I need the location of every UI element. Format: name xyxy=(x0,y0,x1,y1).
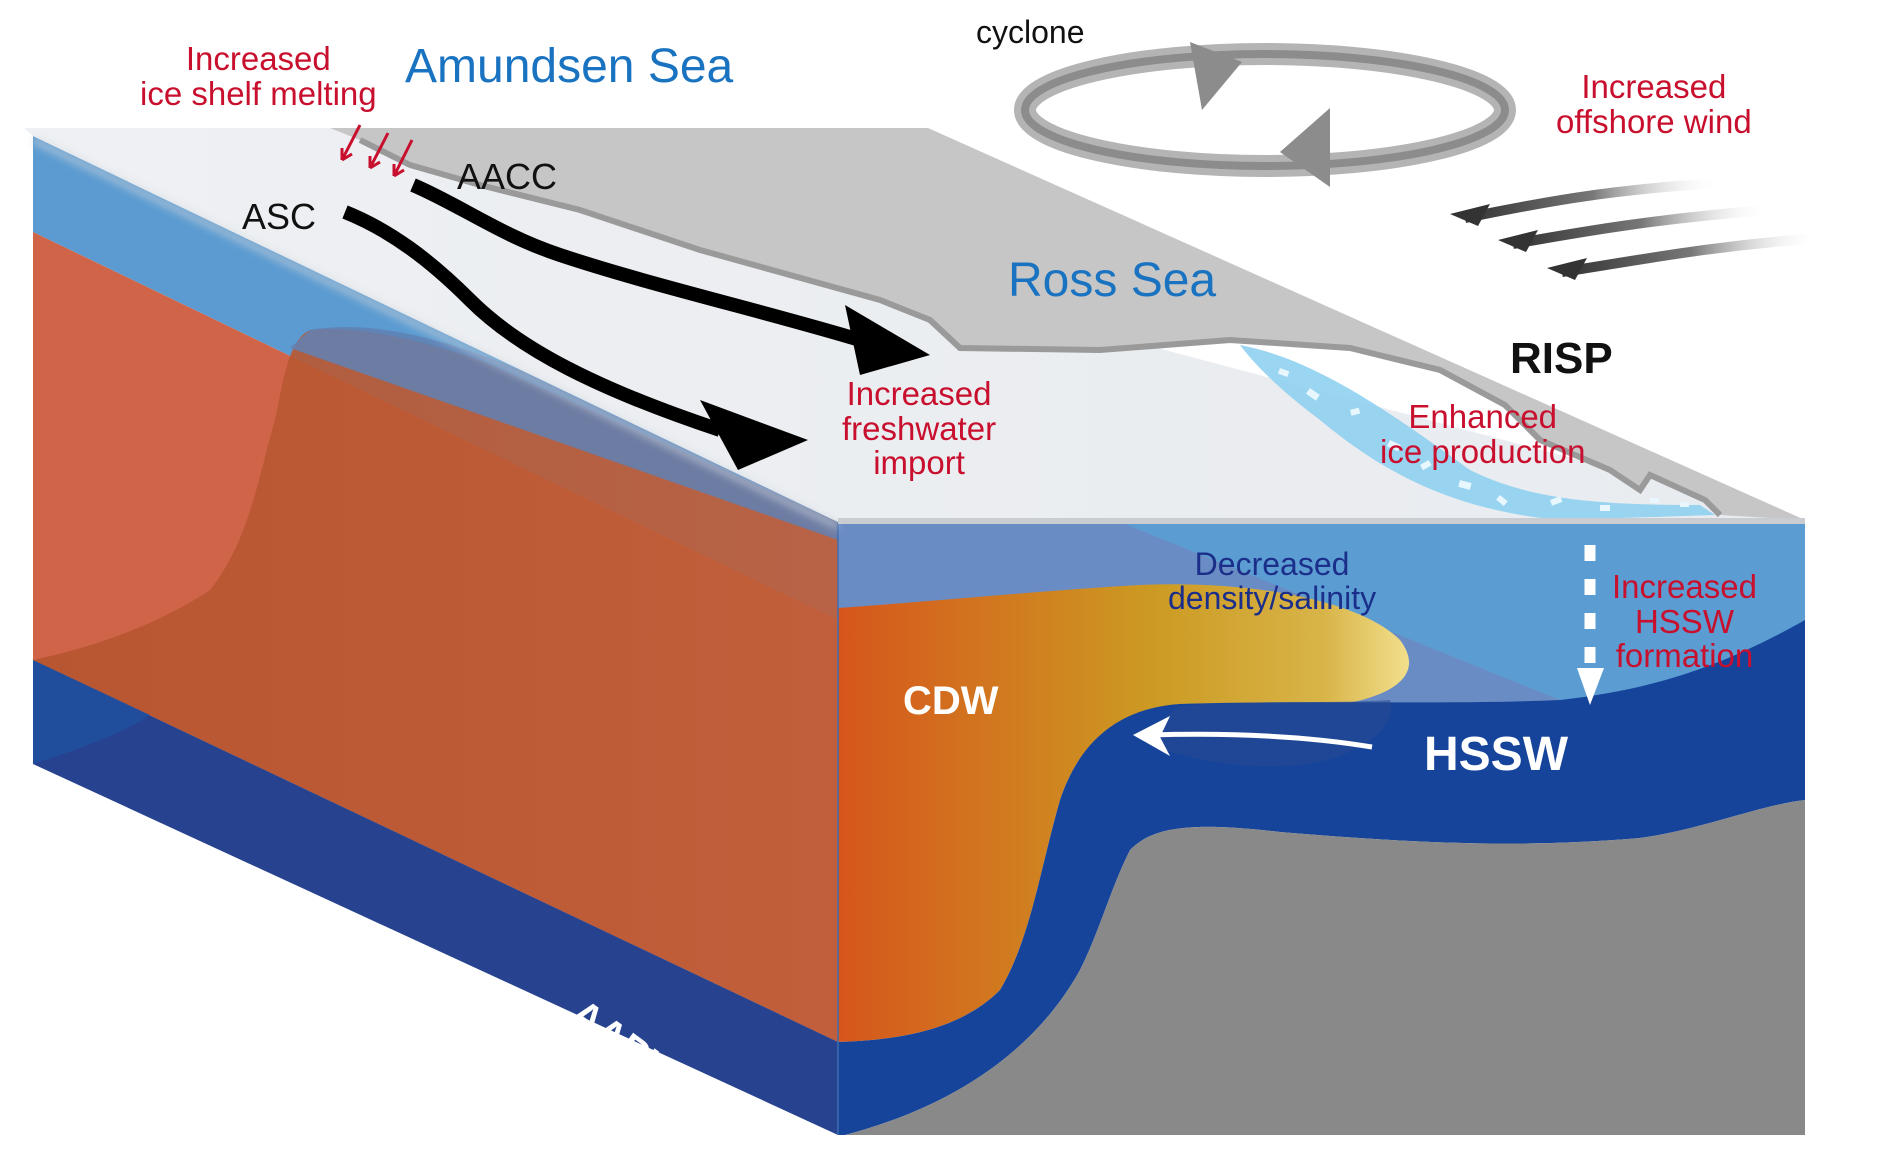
cdw-label: CDW xyxy=(903,679,999,723)
label-line: import xyxy=(873,444,965,482)
ice-production-label: Enhanced ice production xyxy=(1380,398,1586,470)
label-line: ice production xyxy=(1380,432,1586,470)
label-line: Increased xyxy=(1581,68,1727,105)
asc-label: ASC xyxy=(242,196,317,237)
cdw-overlap xyxy=(1150,700,1392,767)
ross-sea-label: Ross Sea xyxy=(1008,254,1217,307)
top-surface xyxy=(24,128,1805,530)
label-line: offshore wind xyxy=(1556,102,1752,140)
label-line: freshwater xyxy=(842,409,997,447)
polynya-sea-ice xyxy=(1240,345,1715,520)
land-edge-shadow xyxy=(358,137,1723,518)
melting-arrows xyxy=(340,124,414,178)
density-salinity-label: Decreased density/salinity xyxy=(1168,546,1377,616)
risp-label: RISP xyxy=(1510,334,1613,383)
side-cdw-core xyxy=(33,329,838,1043)
aacc-arrowhead xyxy=(845,305,930,375)
side-aabw-shade xyxy=(33,660,150,764)
sea-ice-floes xyxy=(1277,367,1689,511)
amundsen-sea-label: Amundsen Sea xyxy=(405,40,734,93)
front-surface-water xyxy=(1120,522,1805,720)
hssw-label: HSSW xyxy=(1424,728,1568,781)
cyclone-arrowhead-bottom xyxy=(1280,108,1330,187)
front-face xyxy=(837,522,1805,1135)
label-line: formation xyxy=(1615,637,1754,675)
cyclone-icon xyxy=(1014,42,1516,187)
front-top-rim xyxy=(838,518,1805,524)
offshore-wind-arrows xyxy=(1450,178,1821,280)
aacc-arrow xyxy=(410,178,863,347)
label-line: Decreased xyxy=(1194,546,1350,582)
hssw-water-mass xyxy=(838,620,1805,1135)
asc-arrowhead xyxy=(700,400,808,470)
asc-arrow xyxy=(342,205,723,437)
hssw-formation-arrow xyxy=(1577,545,1604,705)
aacc-label: AACC xyxy=(457,156,558,197)
freshwater-import-label: Increased freshwater import xyxy=(842,375,997,482)
ice-surface-edge-shadow xyxy=(33,136,838,530)
label-line: Increased xyxy=(1612,568,1757,605)
hssw-formation-label: Increased HSSW formation xyxy=(1612,568,1757,675)
label-line: Enhanced xyxy=(1408,398,1558,435)
hssw-flow-arrow xyxy=(1133,716,1373,756)
side-face xyxy=(33,136,838,1135)
side-aabw-layer xyxy=(33,660,838,1135)
offshore-wind-label: Increased offshore wind xyxy=(1556,68,1752,140)
seafloor xyxy=(845,800,1805,1135)
label-line: ice shelf melting xyxy=(140,74,377,112)
side-mixed-water xyxy=(290,327,838,540)
land-ice-shelf xyxy=(330,128,1805,520)
cyclone-arrowhead-top xyxy=(1190,42,1242,110)
label-line: Increased xyxy=(846,375,992,412)
ice-shelf-melting-label: Increased ice shelf melting xyxy=(140,40,377,112)
cyclone-label: cyclone xyxy=(976,14,1085,50)
label-line: HSSW xyxy=(1634,602,1734,640)
cdw-water-mass xyxy=(838,584,1410,1042)
current-arrows xyxy=(342,178,930,470)
label-line: density/salinity xyxy=(1168,579,1377,616)
label-line: Increased xyxy=(185,40,331,77)
